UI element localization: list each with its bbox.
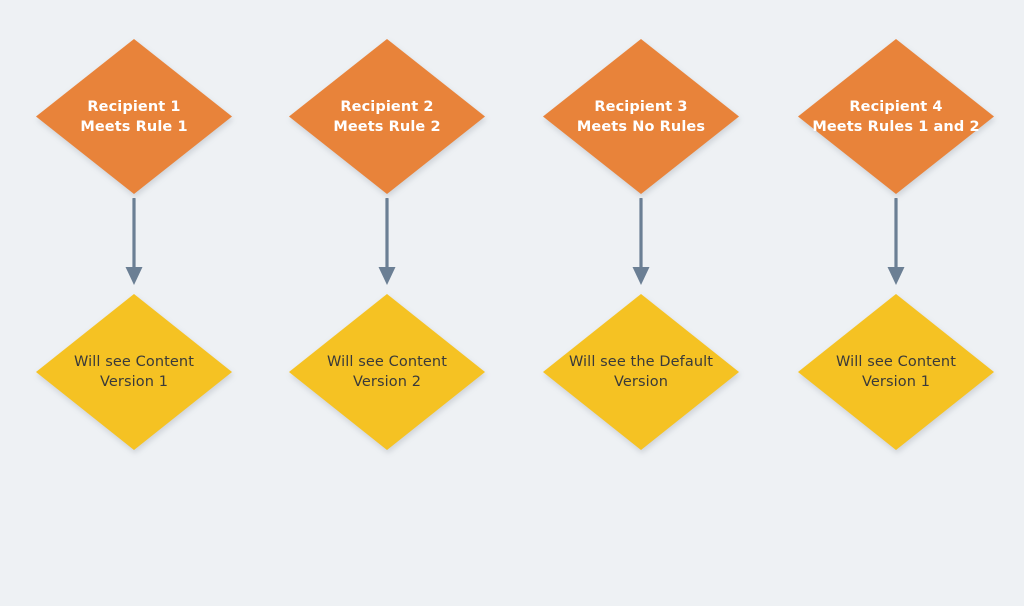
recipient-4-outcome-node[interactable]: Will see Content Version 1 (796, 292, 996, 452)
diamond-shape-orange (541, 37, 741, 196)
recipient-1-condition-node[interactable]: Recipient 1 Meets Rule 1 (34, 37, 234, 196)
diamond-shape-orange (796, 37, 996, 196)
arrow-connector-3 (630, 198, 652, 286)
recipient-2-outcome-node[interactable]: Will see Content Version 2 (287, 292, 487, 452)
recipient-3-outcome-node[interactable]: Will see the Default Version (541, 292, 741, 452)
arrow-connector-1 (123, 198, 145, 286)
diamond-shape-orange (287, 37, 487, 196)
diamond-shape-orange (34, 37, 234, 196)
arrow-connector-2 (376, 198, 398, 286)
arrow-connector-4 (885, 198, 907, 286)
recipient-column-3: Recipient 3 Meets No Rules Will see the … (514, 0, 768, 606)
diamond-shape-yellow (541, 292, 741, 452)
recipient-1-outcome-node[interactable]: Will see Content Version 1 (34, 292, 234, 452)
diamond-shape-yellow (34, 292, 234, 452)
diamond-shape-yellow (796, 292, 996, 452)
recipient-2-condition-node[interactable]: Recipient 2 Meets Rule 2 (287, 37, 487, 196)
diamond-shape-yellow (287, 292, 487, 452)
recipient-4-condition-node[interactable]: Recipient 4 Meets Rules 1 and 2 (796, 37, 996, 196)
recipient-3-condition-node[interactable]: Recipient 3 Meets No Rules (541, 37, 741, 196)
recipient-column-1: Recipient 1 Meets Rule 1 Will see Conten… (7, 0, 261, 606)
recipient-column-2: Recipient 2 Meets Rule 2 Will see Conten… (260, 0, 514, 606)
recipient-column-4: Recipient 4 Meets Rules 1 and 2 Will see… (769, 0, 1023, 606)
